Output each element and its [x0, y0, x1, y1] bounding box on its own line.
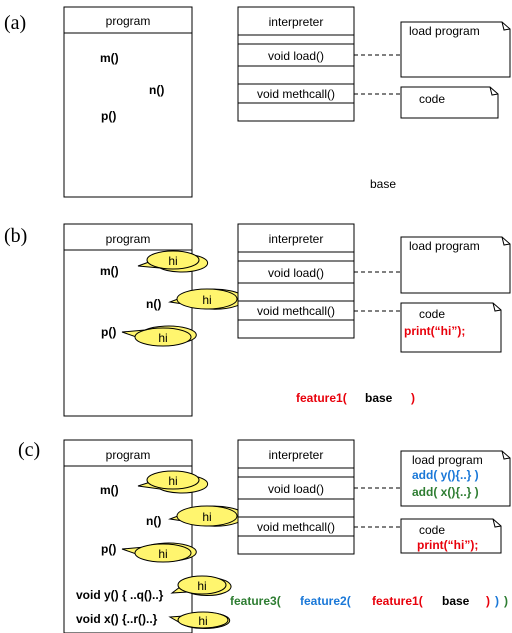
panel-b-caption-close: ) — [411, 391, 415, 405]
panel-b-note-load — [400, 236, 511, 294]
panel-a-method-n: n() — [149, 83, 164, 97]
panel-c-interpreter-title: interpreter — [269, 448, 324, 462]
panel-c-note-code-print: print(“hi”); — [417, 538, 478, 552]
panel-c-note-add-x: add( x(){..} ) — [412, 485, 479, 499]
panel-b-note-load-text: load program — [409, 239, 480, 253]
panel-b-method-m: m() — [100, 264, 119, 278]
svg-text:hi: hi — [168, 254, 177, 268]
panel-c-method-x: void x() {..r()..} — [76, 612, 158, 626]
panel-c-label: (c) — [18, 439, 40, 461]
svg-text:hi: hi — [158, 331, 167, 345]
panel-a-interpreter-title: interpreter — [269, 15, 324, 29]
panel-c-caption: feature3( feature2( feature1( base ) ) ) — [230, 594, 508, 608]
panel-b-load-method: void load() — [268, 266, 324, 280]
panel-b-interpreter-title: interpreter — [269, 232, 324, 246]
panel-a-note-load — [400, 21, 511, 78]
panel-b-hi-bubble-n: hi — [168, 288, 245, 310]
panel-a-method-m: m() — [100, 51, 119, 65]
panel-b-note-code — [400, 302, 502, 353]
svg-text:hi: hi — [168, 474, 177, 488]
panel-a-caption: base — [370, 177, 396, 191]
panel-c-load-method: void load() — [268, 482, 324, 496]
panel-a-label: (a) — [4, 12, 26, 34]
panel-a-note-load-text: load program — [409, 24, 480, 38]
panel-a-methcall-method: void methcall() — [257, 87, 335, 101]
panel-c-hi-bubble-x: hi — [168, 611, 231, 629]
panel-a-program-box — [63, 6, 193, 198]
panel-c-method-p: p() — [101, 542, 116, 556]
panel-c-caption-base: base — [442, 594, 470, 608]
panel-b-note-code-text: code — [419, 307, 445, 321]
svg-text:hi: hi — [158, 547, 167, 561]
panel-c-method-n: n() — [146, 514, 161, 528]
panel-a-note-code-text: code — [419, 92, 445, 106]
panel-c-caption-feature3: feature3( — [230, 594, 281, 608]
panel-a-program-title: program — [106, 14, 151, 28]
panel-c-hi-bubble-y: hi — [170, 575, 232, 596]
panel-b: (b) program m() n() p() hi hi hi inte — [4, 223, 511, 417]
panel-c-caption-close1: ) — [486, 594, 490, 608]
panel-c-hi-bubble-m: hi — [137, 470, 209, 494]
panel-b-hi-bubble-m: hi — [137, 250, 209, 273]
panel-c-caption-close2: ) — [495, 594, 499, 608]
panel-b-note-code-print: print(“hi”); — [404, 324, 465, 338]
panel-b-label: (b) — [4, 225, 27, 247]
svg-text:hi: hi — [202, 293, 211, 307]
panel-b-methcall-method: void methcall() — [257, 304, 335, 318]
panel-a-load-method: void load() — [268, 49, 324, 63]
panel-b-caption-base: base — [365, 391, 393, 405]
panel-c-caption-close3: ) — [504, 594, 508, 608]
panel-c-note-load — [400, 450, 511, 507]
panel-c-note-load-text: load program — [412, 453, 483, 467]
panel-a-note-code — [400, 86, 499, 119]
svg-text:hi: hi — [202, 510, 211, 524]
panel-c-program-title: program — [106, 448, 151, 462]
panel-c: (c) program m() n() p() void y() { ..q()… — [18, 439, 511, 633]
svg-text:hi: hi — [198, 614, 207, 628]
panel-c-caption-feature1: feature1( — [372, 594, 423, 608]
panel-b-interpreter-box — [237, 223, 355, 339]
panel-c-note-add-y: add( y(){..} ) — [412, 468, 479, 482]
panel-b-method-p: p() — [101, 325, 116, 339]
panel-c-interpreter-box — [237, 439, 355, 555]
panel-c-note-code — [400, 518, 502, 554]
panel-b-caption-feature1: feature1( — [296, 391, 347, 405]
panel-a-interpreter-box — [237, 6, 355, 122]
panel-a: (a) program m() n() p() interpreter void… — [4, 6, 511, 198]
panel-c-methcall-method: void methcall() — [257, 520, 335, 534]
panel-b-hi-bubble-p: hi — [121, 325, 197, 347]
panel-b-program-title: program — [106, 232, 151, 246]
panel-b-caption: feature1( base ) — [296, 391, 415, 405]
panel-c-method-m: m() — [100, 483, 119, 497]
svg-text:hi: hi — [197, 579, 206, 593]
panel-c-method-y: void y() { ..q()..} — [76, 588, 164, 602]
panel-b-method-n: n() — [146, 297, 161, 311]
panel-c-caption-feature2: feature2( — [300, 594, 351, 608]
panel-c-program-box — [63, 439, 193, 633]
panel-c-hi-bubble-p: hi — [121, 542, 197, 563]
panel-c-hi-bubble-n: hi — [168, 505, 245, 527]
panel-a-method-p: p() — [101, 109, 116, 123]
panel-c-note-code-text: code — [419, 523, 445, 537]
